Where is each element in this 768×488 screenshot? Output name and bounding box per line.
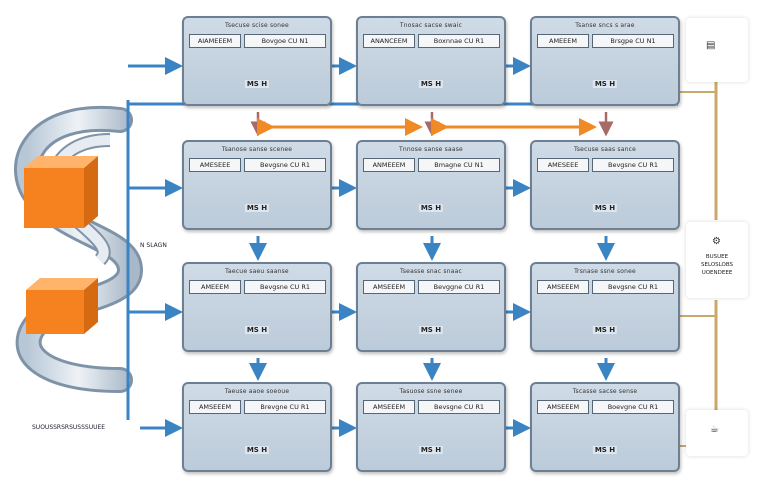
node-badge: MS H: [244, 446, 270, 454]
node-badge: MS H: [418, 80, 444, 88]
node-field-name: AMSEEEM: [537, 280, 589, 294]
cup-icon: ☕: [710, 424, 719, 435]
right-panel-top: ▤: [686, 18, 748, 82]
node-title: Tseasse snac snaac: [399, 268, 462, 275]
node-badge: MS H: [244, 80, 270, 88]
node-field-value: Bevggne CU R1: [418, 280, 500, 294]
node-title: Tnosac sacse swaic: [399, 22, 463, 29]
node-field-value: Boevgne CU R1: [592, 400, 674, 414]
node-field-value: Bevgsne CU R1: [244, 158, 326, 172]
node-badge: MS H: [418, 326, 444, 334]
node-field-name: AMSEEEM: [189, 400, 241, 414]
vertical-flow-arrows: [249, 236, 615, 381]
right-panel-bottom: ☕: [686, 410, 748, 456]
node-badge: MS H: [592, 446, 618, 454]
node-field-value: Bevgsne CU R1: [592, 158, 674, 172]
node-title: Tsecuse scise sonee: [225, 22, 289, 29]
node-field-name: AMSEEEM: [363, 280, 415, 294]
horizontal-flow-arrows: [332, 57, 531, 437]
node-title: Tsecuse saas sance: [573, 146, 637, 153]
node-title: Tsanse sncs s arae: [575, 22, 635, 29]
node-badge: MS H: [592, 80, 618, 88]
node-badge: MS H: [592, 326, 618, 334]
node-badge: MS H: [418, 446, 444, 454]
server-icon: ▤: [706, 40, 716, 51]
node-field-value: Boxnnae CU R1: [418, 34, 500, 48]
node-title: Tscasse sacse sense: [572, 388, 638, 395]
node-field-value: Bevsgne CU R1: [418, 400, 500, 414]
row1-down-arrows: [250, 112, 614, 137]
node-field-value: Brevgne CU R1: [244, 400, 326, 414]
node-field-name: AMESEEE: [189, 158, 241, 172]
node-badge: MS H: [592, 204, 618, 212]
right-panel-middle: ⚙ BUSUEE SELOSLOBS UOENDEEE: [686, 222, 748, 298]
node-badge: MS H: [244, 326, 270, 334]
node-field-name: ANMEEEM: [363, 158, 415, 172]
node-field-name: AIAMEEEM: [189, 34, 241, 48]
node-title: Taecue saeu saanse: [225, 268, 289, 275]
node-title: Taeuse aaoe soeoue: [224, 388, 290, 395]
node-field-value: Brsgpe CU N1: [592, 34, 674, 48]
gear-icon: ⚙: [712, 236, 721, 247]
node-field-value: Bevgsne CU R1: [592, 280, 674, 294]
node-field-name: AMEEEM: [189, 280, 241, 294]
node-title: Tasuose ssne senee: [399, 388, 463, 395]
node-badge: MS H: [418, 204, 444, 212]
node-field-value: Bovgoe CU N1: [244, 34, 326, 48]
right-panel-text-2: SELOSLOBS: [700, 262, 734, 268]
node-field-name: ANANCEEM: [363, 34, 415, 48]
orange-block-top: [24, 156, 98, 228]
node-title: Tnnose sanse saase: [399, 146, 463, 153]
node-field-name: AMEEEM: [537, 34, 589, 48]
orange-block-bottom: [26, 278, 98, 334]
left-label-mid: N SLAGN: [140, 242, 167, 249]
node-field-name: AMESEEE: [537, 158, 589, 172]
node-badge: MS H: [244, 204, 270, 212]
left-label-bottom: SUOUSSRSRSUSSSUUEE: [32, 424, 106, 431]
node-field-value: Bmagne CU N1: [418, 158, 500, 172]
right-panel-text-3: UOENDEEE: [701, 270, 733, 276]
node-title: Tsanose sanse scenee: [221, 146, 293, 153]
node-field-name: AMSEEEM: [363, 400, 415, 414]
node-field-value: Bevgsne CU R1: [244, 280, 326, 294]
node-title: Trsnase ssne sonee: [574, 268, 636, 275]
node-field-name: AMSEEEM: [537, 400, 589, 414]
right-panel-text-1: BUSUEE: [705, 254, 729, 260]
